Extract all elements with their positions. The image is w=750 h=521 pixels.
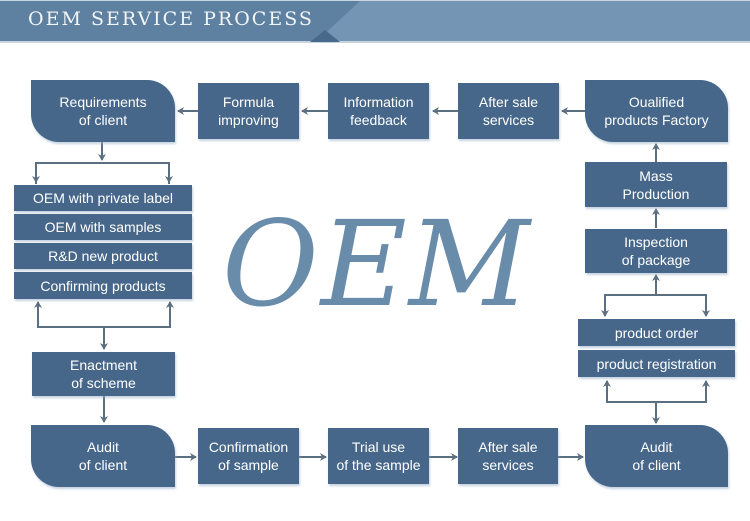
- node-trial-use-of-sample: Trial use of the sample: [328, 428, 429, 484]
- left-bottom-bracket: [37, 302, 171, 328]
- option-product-order: product order: [578, 319, 735, 346]
- node-audit-of-client-right: Audit of client: [585, 425, 728, 487]
- page-title: OEM SERVICE PROCESS: [28, 8, 314, 30]
- node-audit-of-client-left: Audit of client: [31, 425, 175, 487]
- banner-dark-panel: [0, 1, 360, 41]
- right-top-bracket: [604, 294, 707, 316]
- node-formula-improving: Formula improving: [198, 83, 299, 139]
- node-mass-production: Mass Production: [585, 162, 727, 207]
- node-confirmation-of-sample: Confirmation of sample: [198, 428, 299, 484]
- right-bottom-bracket: [606, 381, 707, 403]
- option-oem-with-samples: OEM with samples: [14, 214, 192, 240]
- node-requirements-of-client: Requirements of client: [31, 80, 175, 142]
- option-rd-new-product: R&D new product: [14, 243, 192, 269]
- option-oem-private-label: OEM with private label: [14, 185, 192, 211]
- node-enactment-of-scheme: Enactment of scheme: [32, 352, 175, 396]
- node-after-sale-services-top: After sale services: [458, 83, 559, 139]
- center-oem-label: OEM: [222, 195, 532, 333]
- node-information-feedback: Information feedback: [328, 83, 429, 139]
- option-product-registration: product registration: [578, 350, 735, 377]
- option-confirming-products: Confirming products: [14, 272, 192, 299]
- node-inspection-of-package: Inspection of package: [585, 229, 727, 273]
- node-after-sale-services-bottom: After sale services: [458, 428, 558, 484]
- header-banner: OEM SERVICE PROCESS: [0, 0, 750, 43]
- node-qualified-products-factory: Oualified products Factory: [585, 80, 728, 142]
- left-top-bracket: [35, 162, 170, 184]
